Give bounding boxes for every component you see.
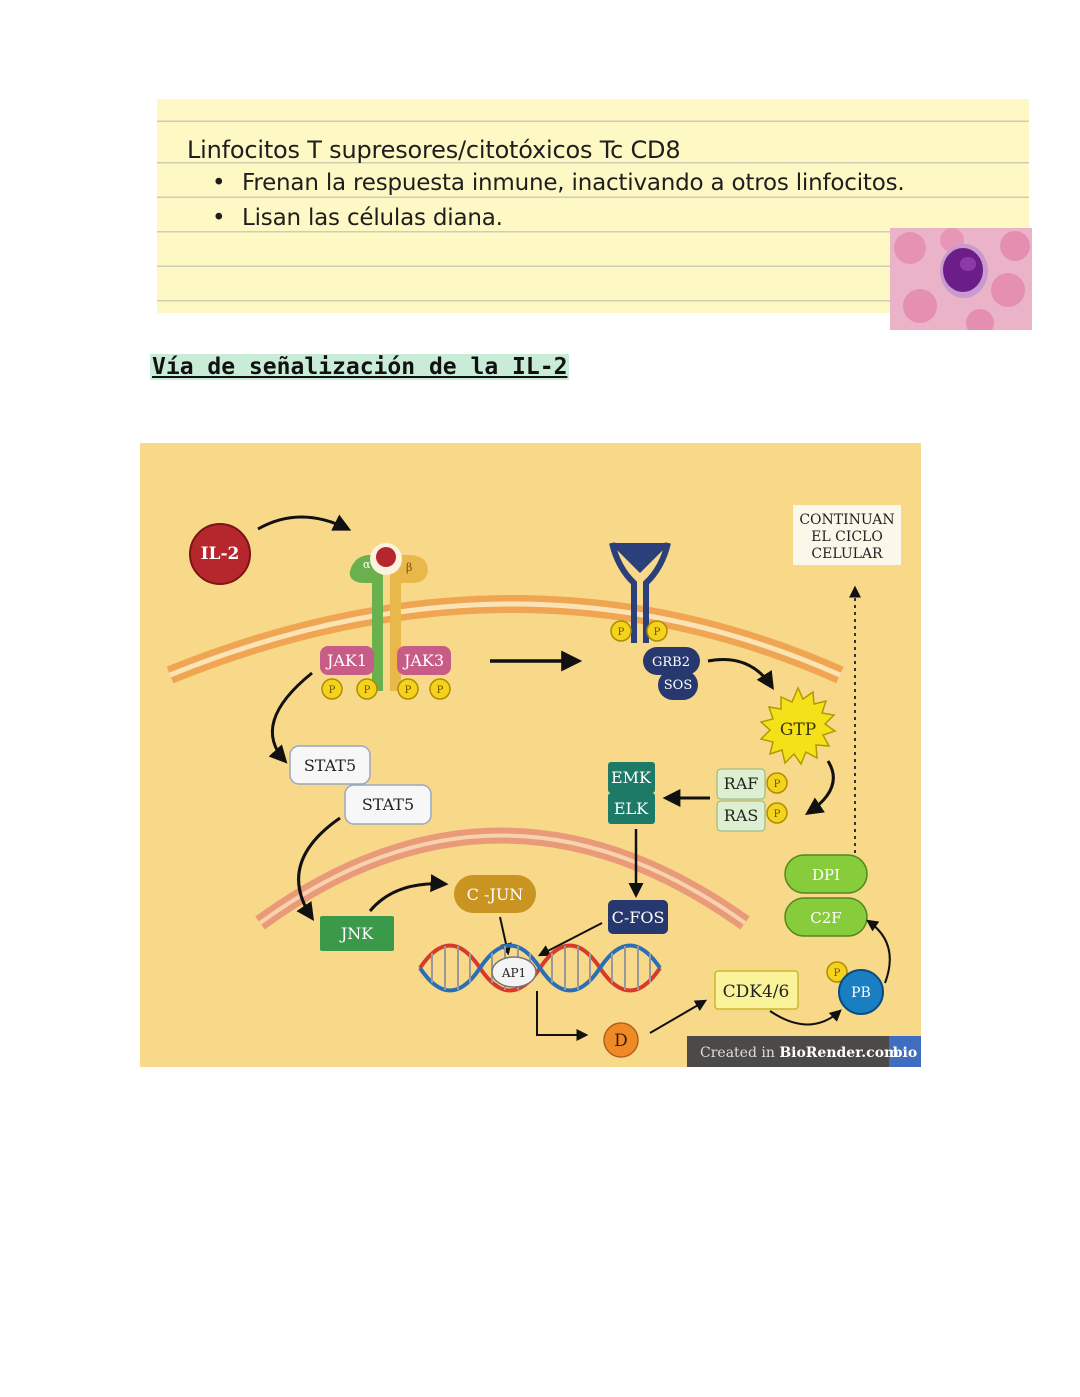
nuclear-membrane-inner xyxy=(258,833,747,925)
alpha-label: α xyxy=(363,558,371,571)
arrow-cdk-pb xyxy=(769,1009,842,1026)
gtp-label: GTP xyxy=(780,720,816,740)
arrow-d-cdk xyxy=(649,999,708,1034)
cfos-label: C-FOS xyxy=(612,908,665,927)
section-heading: Vía de señalización de la IL-2 xyxy=(150,354,570,380)
arrow-pb-c2f xyxy=(866,919,891,984)
phosphate-pb xyxy=(826,961,848,983)
il2-label: IL-2 xyxy=(201,544,240,564)
d-circle xyxy=(603,1022,639,1058)
stat5-box-b xyxy=(344,784,432,825)
arrow-jak-stat5 xyxy=(268,671,313,764)
svg-text:P: P xyxy=(437,685,444,696)
rtk-receptor-right xyxy=(643,542,671,643)
biorender-logo: bio xyxy=(893,1045,917,1061)
cdk-label: CDK4/6 xyxy=(723,982,790,1002)
dpi-label: DPI xyxy=(812,866,840,884)
grb2-box xyxy=(643,647,700,675)
bullet-dot: • xyxy=(212,205,226,231)
cjun-box xyxy=(454,875,536,913)
jak3-box xyxy=(397,646,451,675)
ras-label: RAS xyxy=(724,806,759,825)
arrow-jnk-cjun xyxy=(368,874,449,912)
svg-text:P: P xyxy=(654,627,661,638)
arrow-il2-receptor xyxy=(257,514,352,531)
credit-text: Created in BioRender.com xyxy=(700,1045,899,1061)
c2f-label: C2F xyxy=(810,909,841,927)
biorender-logo-box xyxy=(889,1036,921,1067)
arrow-gtp-ras xyxy=(805,760,835,816)
cell-cycle-box xyxy=(793,505,901,565)
jnk-box xyxy=(320,916,394,951)
cell-cycle-line3: CELULAR xyxy=(811,546,883,562)
arrow-sos-gtp xyxy=(707,658,774,691)
cell-cycle-line1: CONTINUAN xyxy=(799,512,894,528)
ap1-label: AP1 xyxy=(501,966,526,980)
stat5-box-a xyxy=(289,745,371,785)
emk-box xyxy=(608,762,655,793)
elk-box xyxy=(608,793,655,824)
biorender-credit xyxy=(687,1036,921,1067)
ras-box xyxy=(716,800,766,832)
svg-text:P: P xyxy=(618,627,625,638)
bullet-item: • Frenan la respuesta inmune, inactivando… xyxy=(212,170,905,196)
bullet-dot: • xyxy=(212,170,226,196)
arrow-stat5-jnk xyxy=(296,816,341,921)
phosphate-group-jak: P P P P xyxy=(321,678,451,700)
lymphocyte-image xyxy=(890,228,1032,330)
cfos-box xyxy=(608,900,668,934)
beta-label: β xyxy=(406,561,412,574)
cell-membrane-inner xyxy=(169,601,842,678)
receptor-alpha-stem xyxy=(372,581,383,691)
note-title: Linfocitos T supresores/citotóxicos Tc C… xyxy=(187,136,681,164)
sos-label: SOS xyxy=(664,678,692,693)
svg-text:P: P xyxy=(364,685,371,696)
pb-circle xyxy=(838,969,884,1015)
dna-helix xyxy=(418,943,662,993)
bound-il2 xyxy=(376,547,396,567)
svg-text:P: P xyxy=(834,968,841,979)
rtk-receptor-left xyxy=(609,542,637,643)
rtk-receptor-head xyxy=(610,543,670,573)
phosphate-rtk xyxy=(610,620,632,642)
gtp-starburst xyxy=(759,686,837,766)
phosphate-raf xyxy=(766,772,788,794)
sos-box xyxy=(658,670,698,700)
svg-text:P: P xyxy=(329,685,336,696)
raf-box xyxy=(716,768,766,800)
arrow-dna-d xyxy=(536,991,589,1041)
bullet-item: • Lisan las células diana. xyxy=(212,205,503,231)
cdk-box xyxy=(714,970,799,1010)
svg-text:P: P xyxy=(774,779,781,790)
grb2-label: GRB2 xyxy=(652,655,690,670)
c2f-box xyxy=(784,897,868,937)
phosphate-ras xyxy=(766,802,788,824)
jak1-label: JAK1 xyxy=(325,651,367,670)
dpi-box xyxy=(784,854,868,894)
pb-label: PB xyxy=(851,985,871,1001)
arrow-cfos-ap1 xyxy=(537,922,603,957)
ap1-box xyxy=(491,956,537,988)
raf-label: RAF xyxy=(724,774,759,793)
il2-signaling-diagram: IL-2 α β JAK1 JAK3 P P P P P P GRB2 SOS … xyxy=(140,443,921,1067)
note-card xyxy=(157,99,1029,313)
jak3-label: JAK3 xyxy=(402,651,444,670)
cjun-label: C -JUN xyxy=(467,885,524,904)
elk-label: ELK xyxy=(614,799,649,818)
cell-cycle-line2: EL CICLO xyxy=(811,529,883,545)
bullet-text: Frenan la respuesta inmune, inactivando … xyxy=(242,170,905,196)
emk-label: EMK xyxy=(611,768,652,787)
svg-text:P: P xyxy=(774,809,781,820)
stat5-label-b: STAT5 xyxy=(362,795,414,814)
bullet-text: Lisan las células diana. xyxy=(242,205,503,231)
d-label: D xyxy=(614,1031,628,1051)
jnk-label: JNK xyxy=(339,924,374,943)
jak1-box xyxy=(320,646,374,675)
receptor-beta-stem xyxy=(390,581,401,691)
phosphate-rtk xyxy=(646,620,668,642)
svg-text:P: P xyxy=(405,685,412,696)
il2-ligand xyxy=(189,523,251,585)
stat5-label-a: STAT5 xyxy=(304,756,356,775)
